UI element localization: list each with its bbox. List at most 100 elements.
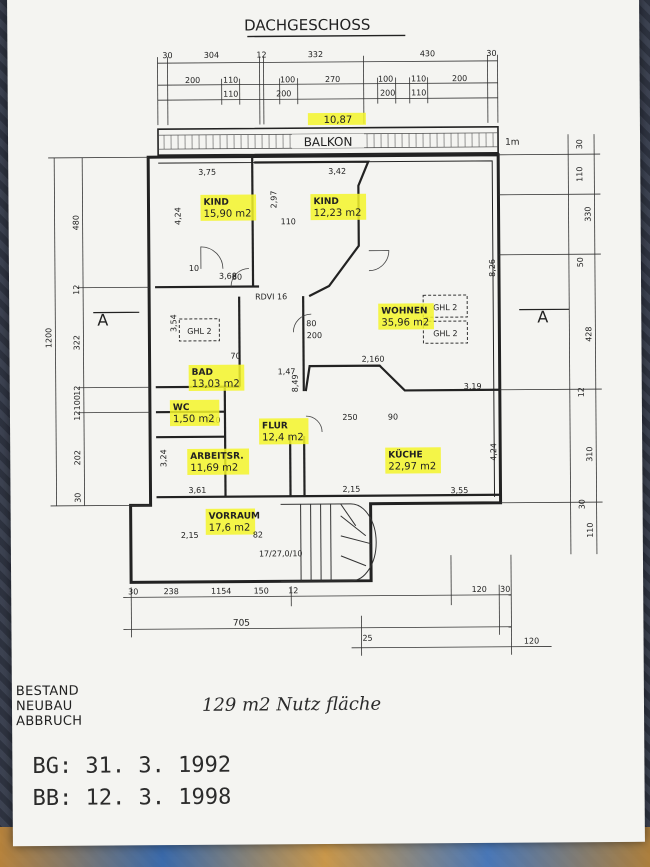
top-dimension-lines (157, 54, 499, 126)
room-dimension: 4,24 (489, 443, 498, 461)
dim-label: 150 (254, 586, 269, 595)
room-name: KÜCHE (388, 449, 422, 460)
dim-label: 100 (280, 75, 295, 84)
room-dimension: 3,54 (169, 314, 178, 332)
dim-label: 110 (586, 522, 595, 537)
dim-label: 480 (72, 215, 81, 230)
left-dims: 1200 480 12 322 12 100 12 202 30 (44, 215, 83, 503)
balcony: BALKON 10,87 1m (157, 112, 520, 156)
dim-label: 30 (500, 585, 510, 594)
room-area: 13,03 m2 (192, 379, 240, 390)
room-area: 12,23 m2 (314, 208, 362, 219)
dim-label: 12 (288, 586, 298, 595)
highlighter-mark (188, 364, 245, 391)
room-dimension: 3,55 (450, 486, 468, 495)
room-name: ARBEITSR. (190, 452, 243, 462)
room-dimension: 3,68 (219, 272, 237, 281)
dim-label: 110 (575, 167, 584, 182)
stair-label: 17/27,0/10 (259, 549, 303, 558)
plan-title: DACHGESCHOSS (244, 16, 370, 35)
dim-label: 304 (204, 51, 219, 60)
room-dimension: 110 (281, 217, 296, 226)
dim-label: 200 (452, 74, 467, 83)
room-name: FLUR (262, 421, 288, 431)
highlighter-mark (258, 418, 309, 445)
highlighter-mark (187, 448, 250, 475)
dim-label: 238 (164, 587, 179, 596)
dim-label: 200 (185, 76, 200, 85)
highlighter-mark (205, 508, 256, 535)
dim-label: 110 (411, 74, 426, 83)
dim-label: 110 (223, 90, 238, 99)
dim-label: 30 (578, 499, 587, 509)
room-dimension: 3,42 (328, 167, 346, 176)
room-area: 12,4 m2 (262, 432, 304, 443)
legend-item-abbruch: ABBRUCH (16, 713, 83, 730)
left-dimension-lines (48, 156, 151, 507)
dim-label: 30 (74, 493, 83, 503)
dim-label: 100 (378, 75, 393, 84)
dim-label: 110 (223, 76, 238, 85)
dim-label: 200 (380, 89, 395, 98)
legend-item-bestand: BESTAND (15, 683, 79, 700)
dim-label: 25 (362, 634, 372, 643)
top-dims-row1: 30 304 12 332 430 30 (162, 49, 496, 60)
dim-label: 1200 (44, 328, 53, 348)
legend: BESTAND NEUBAU ABBRUCH (16, 684, 83, 729)
bg-date: BG: 31. 3. 1992 (32, 752, 232, 780)
room-dimension: 1,47 (278, 367, 296, 376)
highlighter-mark (385, 447, 441, 474)
misc-label: 80 (232, 273, 242, 282)
paper-sheet: DACHGESCHOSS 30 304 12 3 (7, 0, 645, 847)
dim-label: 12 (73, 411, 82, 421)
room-name: VORRAUM (209, 511, 260, 521)
misc-label: 90 (388, 412, 398, 421)
staircase (280, 503, 377, 582)
section-marker-left: A (97, 311, 108, 330)
dim-label: 430 (420, 49, 435, 58)
dim-label: 30 (128, 587, 138, 596)
dim-label: 12 (577, 387, 586, 397)
balcony-label: BALKON (304, 135, 353, 149)
room-area: 11,69 m2 (190, 463, 238, 474)
room-dimension: 3,19 (464, 382, 482, 391)
dim-label: 110 (411, 88, 426, 97)
chimney-label: GHL 2 (187, 327, 211, 336)
room-dimension: 8,49 (291, 374, 300, 392)
bottom-dimension-lines (123, 554, 552, 656)
balcony-width: 10,87 (324, 115, 353, 126)
room-name: WOHNEN (381, 306, 427, 316)
dim-label: 100 (73, 395, 82, 410)
highlighter-mark (200, 194, 257, 221)
section-marker (93, 308, 570, 314)
room-wc: WC1,50 m2 (169, 399, 220, 427)
dim-label: 202 (73, 450, 82, 465)
room-area: 22,97 m2 (388, 461, 436, 472)
room-dimension: 82 (253, 530, 263, 539)
room-arbeit: ARBEITSR.11,69 m2 3,24 3,61 (159, 448, 250, 495)
misc-label: RDVI 16 (255, 292, 287, 301)
dim-label: 1154 (211, 587, 231, 596)
highlighter-mark (378, 303, 434, 330)
right-dimension-lines (498, 134, 603, 555)
dim-total: 705 (233, 619, 250, 629)
misc-label: 80 (306, 319, 316, 328)
dim-label: 332 (308, 50, 323, 59)
room-name: BAD (192, 368, 213, 378)
misc-label: 200 (307, 331, 322, 340)
bb-date: BB: 12. 3. 1998 (32, 784, 232, 812)
right-dims: 30 110 330 50 428 12 310 30 110 (575, 139, 595, 538)
chimney-label: GHL 2 (433, 329, 457, 338)
misc-label: 250 (342, 413, 357, 422)
dim-label: 30 (575, 139, 584, 149)
room-dimension: 3,24 (159, 449, 168, 467)
dim-label: 330 (584, 206, 593, 221)
legend-item-neubau: NEUBAU (15, 698, 73, 715)
bottom-dims: 30 238 1154 150 12 120 30 705 25 120 (128, 585, 539, 646)
room-dimension: 3,61 (188, 486, 206, 495)
